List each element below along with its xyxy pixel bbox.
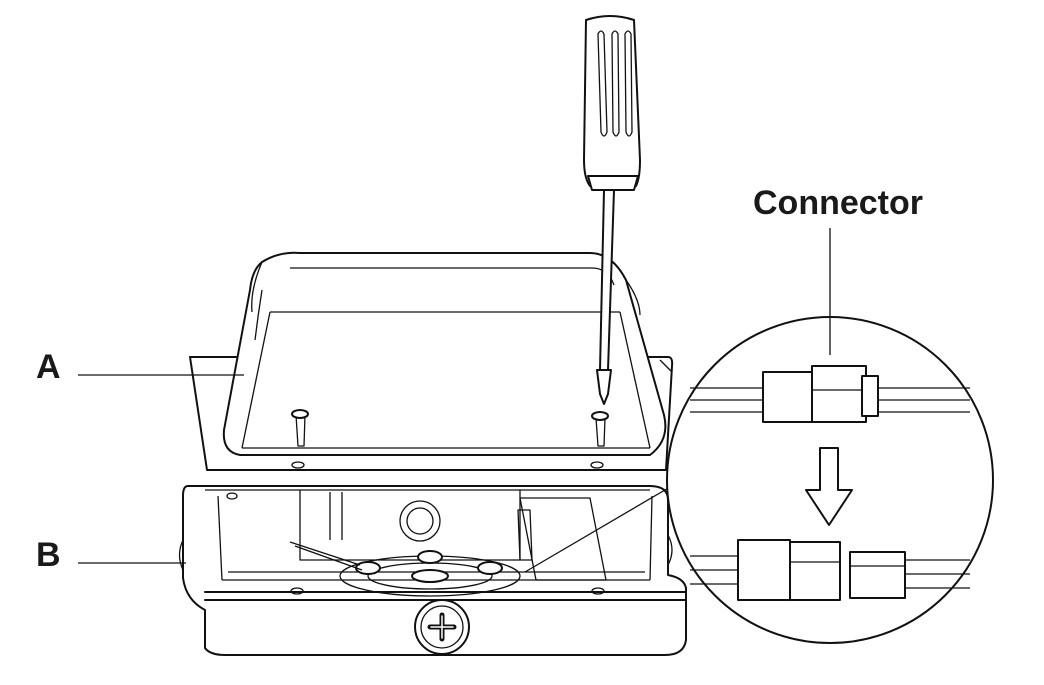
connector-detail-callout: [524, 316, 994, 644]
arrow-down-icon: [805, 447, 853, 526]
screwdriver-icon: [583, 15, 641, 405]
connector-separated: [690, 539, 970, 601]
housing-b: [178, 485, 687, 656]
label-b: B: [36, 536, 61, 574]
lid-a: [189, 251, 674, 471]
connector-label: Connector: [753, 184, 923, 222]
label-a: A: [36, 348, 61, 386]
connector-joined: [690, 365, 970, 423]
